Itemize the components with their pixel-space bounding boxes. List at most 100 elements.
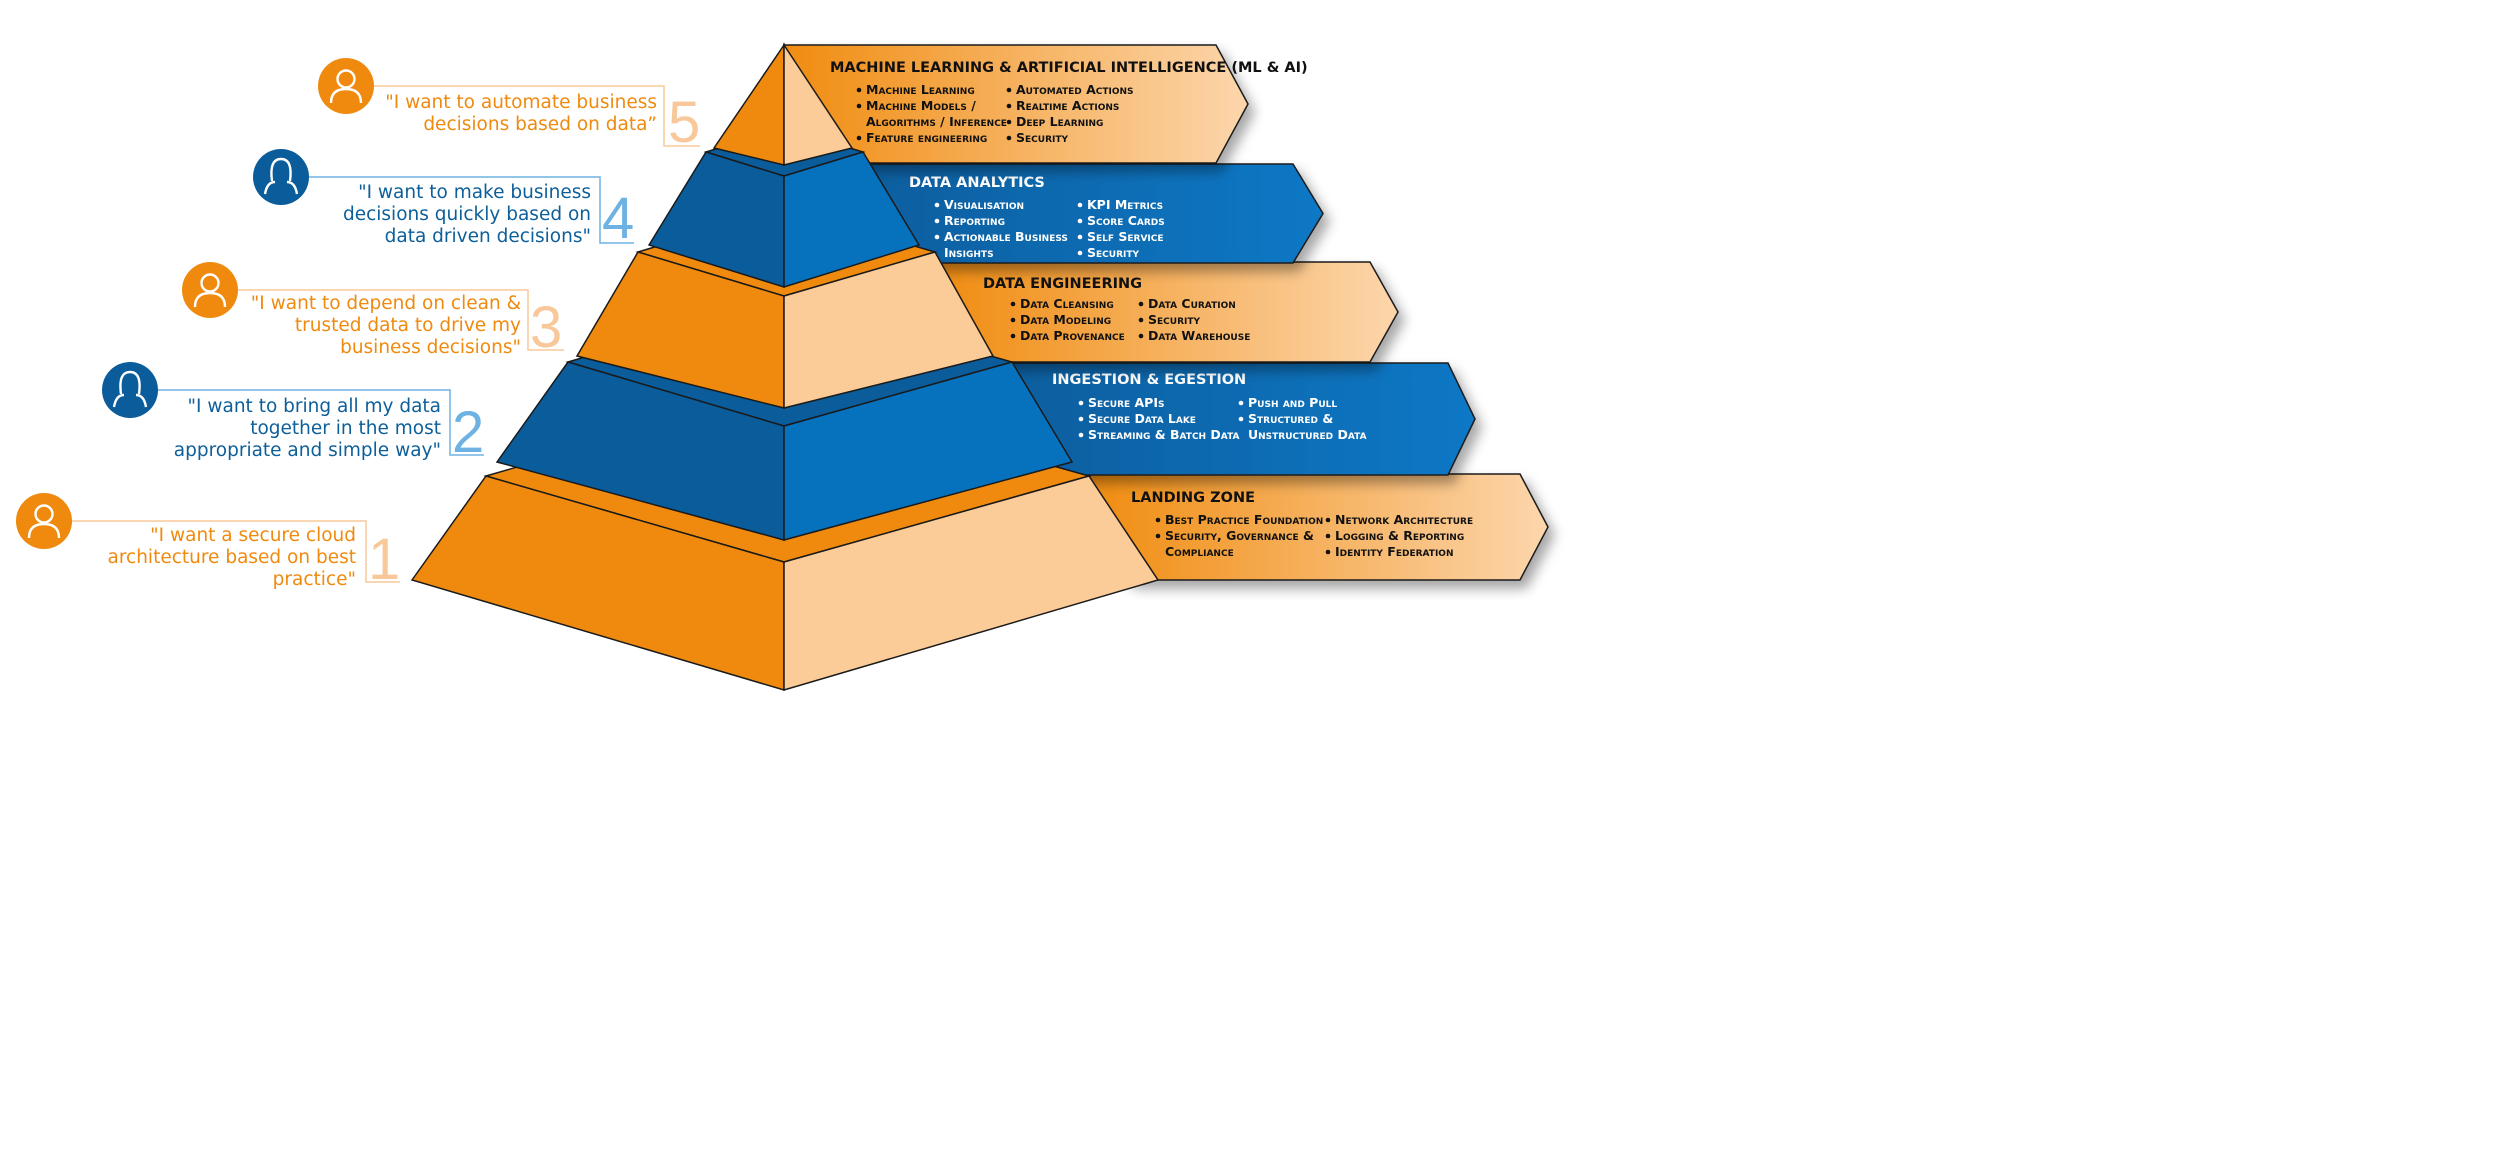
icon-circle [16,493,72,549]
icon-body [329,87,363,104]
icon-hair [270,157,292,182]
band-title-level-2: INGESTION & EGESTION [1052,372,1246,388]
level-number-2: 2 [452,400,484,465]
icon-head [200,273,220,293]
band-item-left-level-1: Best Practice Foundation [1165,512,1323,527]
band-item-right-level-3: Data Curation [1148,296,1236,311]
level-number-4: 4 [602,186,634,251]
connector-line [238,289,564,351]
bullet-dot [1238,416,1244,422]
person-icon [182,262,238,318]
band-item-left-level-4: Insights [944,245,994,260]
pyramid-level-1-right-face [783,475,1160,692]
woman-icon [102,362,158,418]
quote-line-level-1: "I want a secure cloud [150,525,356,546]
bullet-dot [1010,301,1016,307]
icon-circle [182,262,238,318]
band-item-right-level-5: Deep Learning [1016,114,1103,129]
quote-line-level-4: data driven decisions" [385,226,591,247]
pyramid-level-5-left-face [712,42,785,166]
band-item-left-level-5: Machine Models / [866,98,976,113]
callout-level-3: "I want to depend on clean &trusted data… [182,262,564,360]
bullet-dot [1006,135,1012,141]
band-item-left-level-3: Data Modeling [1020,312,1111,327]
band-title-level-5: MACHINE LEARNING & ARTIFICIAL INTELLIGEN… [830,60,1308,76]
band-item-right-level-2: Unstructured Data [1248,427,1367,442]
bullet-dot [1077,218,1083,224]
icon-body [193,291,227,308]
bullet-dot [1006,87,1012,93]
pyramid-level-5-right-face [783,42,854,166]
band-item-right-level-4: KPI Metrics [1087,197,1163,212]
pyramid-level-2-right-face [783,361,1074,541]
connector-line [158,389,484,456]
bullet-dot [1010,333,1016,339]
band-item-right-level-1: Logging & Reporting [1335,528,1464,543]
level-number-1: 1 [368,527,400,592]
band-item-right-level-1: Network Architecture [1335,512,1473,527]
level-number-3: 3 [530,295,562,360]
band-item-left-level-4: Reporting [944,213,1005,228]
quote-line-level-5: decisions based on data” [423,114,657,135]
band-item-left-level-4: Visualisation [944,197,1024,212]
bullet-dot [1078,416,1084,422]
band-item-left-level-5: Feature engineering [866,130,987,145]
quote-line-level-2: together in the most [250,418,441,439]
band-item-right-level-5: Security [1016,130,1068,145]
icon-head [34,504,54,524]
bullet-dot [1138,317,1144,323]
bullet-dot [1155,533,1161,539]
bullet-dot [934,218,940,224]
quote-line-level-5: "I want to automate business [385,92,657,113]
band-item-left-level-2: Secure APIs [1088,395,1164,410]
icon-hair [119,370,141,395]
band-item-left-level-2: Streaming & Batch Data [1088,427,1240,442]
icon-shoulders [112,393,148,408]
pyramid-level-3-right-face [783,251,995,409]
bullet-dot [856,103,862,109]
person-icon [318,58,374,114]
icon-circle [253,149,309,205]
quote-line-level-4: "I want to make business [358,182,591,203]
bullet-dot [1238,400,1244,406]
quote-line-level-2: appropriate and simple way" [174,440,441,461]
quote-line-level-3: business decisions" [340,337,521,358]
band-title-level-3: DATA ENGINEERING [983,276,1142,292]
band-item-right-level-3: Data Warehouse [1148,328,1250,343]
icon-shoulders [263,180,299,195]
band-item-left-level-3: Data Provenance [1020,328,1125,343]
band-item-left-level-1: Compliance [1165,544,1234,559]
quote-line-level-3: "I want to depend on clean & [251,293,521,314]
band-item-left-level-3: Data Cleansing [1020,296,1114,311]
bullet-dot [1006,103,1012,109]
bullet-dot [1325,549,1331,555]
band-level-4: DATA ANALYTICSVisualisationReportingActi… [860,163,1324,264]
band-item-left-level-4: Actionable Business [944,229,1068,244]
bullet-dot [934,234,940,240]
bullet-dot [1077,202,1083,208]
quote-line-level-1: architecture based on best [108,547,357,568]
band-item-right-level-4: Score Cards [1087,213,1165,228]
band-item-left-level-2: Secure Data Lake [1088,411,1196,426]
band-level-5: MACHINE LEARNING & ARTIFICIAL INTELLIGEN… [782,44,1308,164]
bullet-dot [1325,517,1331,523]
bullet-dot [856,135,862,141]
quote-line-level-2: "I want to bring all my data [188,396,441,417]
band-item-right-level-3: Security [1148,312,1200,327]
bullet-dot [1325,533,1331,539]
band-item-right-level-5: Automated Actions [1016,82,1134,97]
bullet-dot [1155,517,1161,523]
level-number-5: 5 [668,90,700,155]
quote-line-level-1: practice" [273,569,356,590]
band-title-level-1: LANDING ZONE [1131,490,1255,506]
quote-line-level-3: trusted data to drive my [295,315,521,336]
